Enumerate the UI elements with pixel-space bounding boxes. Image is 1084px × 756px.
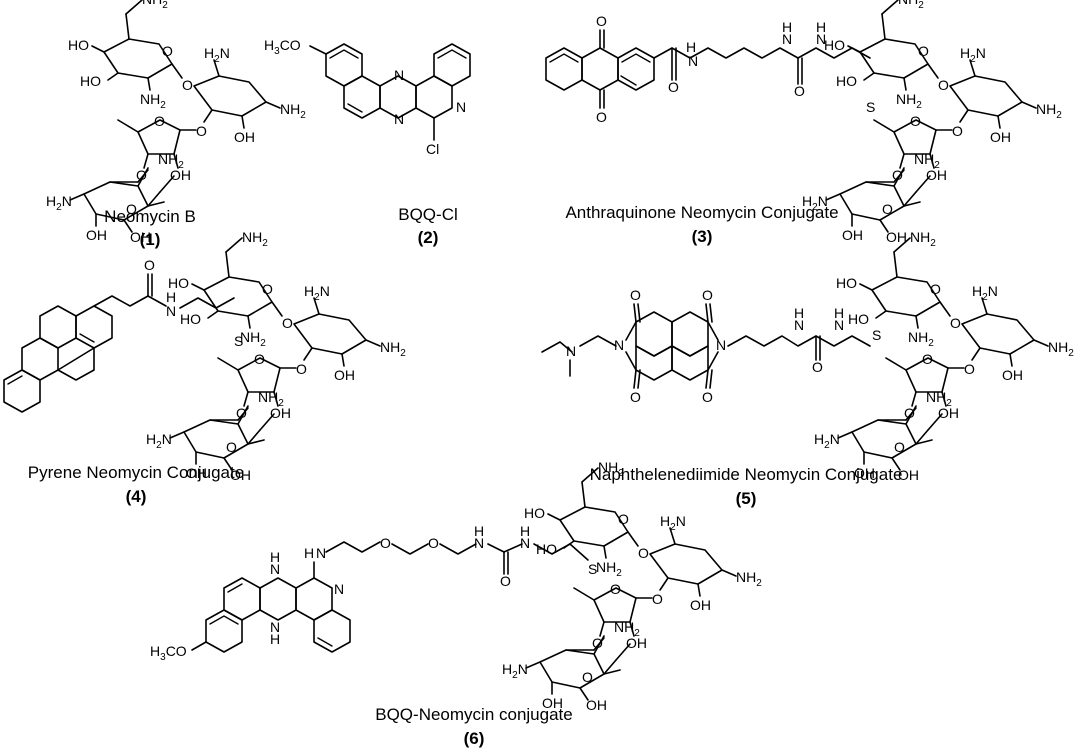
svg-text:N: N: [334, 581, 344, 597]
svg-text:N: N: [474, 535, 484, 551]
svg-text:S: S: [866, 99, 875, 115]
structure-bqq-neomycin-conjugate: N H N H N H3CO H N O O N H O N H S: [150, 458, 764, 714]
svg-text:O: O: [144, 257, 155, 273]
svg-text:N: N: [166, 303, 176, 319]
svg-text:N: N: [394, 67, 404, 83]
svg-text:H: H: [270, 631, 280, 647]
svg-text:S: S: [872, 327, 881, 343]
structure-bqq-cl: N N N Cl H3CO: [264, 37, 471, 157]
svg-text:O: O: [380, 535, 391, 551]
svg-text:O: O: [668, 79, 679, 95]
structure-pyrene-conjugate: O N H S: [3, 228, 408, 484]
svg-text:N: N: [316, 545, 326, 561]
svg-text:H3CO: H3CO: [264, 37, 301, 57]
svg-text:N: N: [816, 31, 826, 47]
svg-text:H: H: [782, 19, 792, 35]
caption-naphthalenediimide-conjugate: Naphthelenediimide Neomycin Conjugate: [590, 465, 903, 484]
caption-bqq-neomycin-conjugate: BQQ-Neomycin conjugate: [375, 705, 572, 724]
svg-text:N: N: [688, 53, 698, 69]
svg-text:N: N: [566, 343, 576, 359]
svg-text:H: H: [304, 545, 314, 561]
number-naphthalenediimide-conjugate: (5): [736, 489, 757, 508]
svg-text:H3CO: H3CO: [150, 643, 187, 663]
svg-text:O: O: [812, 359, 823, 375]
caption-neomycin-b: Neomycin B: [104, 207, 196, 226]
svg-text:S: S: [234, 333, 243, 349]
svg-text:H: H: [816, 19, 826, 35]
structure-naphthalenediimide-conjugate: N N O O O O N N H O N H S: [541, 228, 1076, 484]
svg-text:O: O: [702, 389, 713, 405]
svg-text:H: H: [520, 523, 530, 539]
number-bqq-neomycin-conjugate: (6): [464, 729, 485, 748]
svg-text:H: H: [166, 289, 176, 305]
svg-text:H: H: [474, 523, 484, 539]
caption-anthraquinone-conjugate: Anthraquinone Neomycin Conjugate: [565, 203, 838, 222]
svg-text:O: O: [630, 287, 641, 303]
svg-text:O: O: [794, 83, 805, 99]
caption-bqq-cl: BQQ-Cl: [398, 205, 458, 224]
svg-text:S: S: [588, 561, 597, 577]
svg-text:O: O: [630, 389, 641, 405]
svg-text:O: O: [428, 535, 439, 551]
svg-text:N: N: [794, 317, 804, 333]
svg-text:Cl: Cl: [426, 141, 439, 157]
svg-text:H: H: [270, 549, 280, 565]
svg-text:N: N: [456, 99, 466, 115]
number-bqq-cl: (2): [418, 228, 439, 247]
svg-text:N: N: [782, 31, 792, 47]
number-neomycin-b: (1): [140, 230, 161, 249]
caption-pyrene-conjugate: Pyrene Neomycin Conjugate: [28, 463, 244, 482]
svg-text:N: N: [520, 535, 530, 551]
svg-text:N: N: [614, 337, 624, 353]
number-anthraquinone-conjugate: (3): [692, 227, 713, 246]
svg-text:H: H: [794, 305, 804, 321]
number-pyrene-conjugate: (4): [126, 487, 147, 506]
svg-text:H: H: [834, 305, 844, 321]
svg-text:N: N: [270, 561, 280, 577]
svg-text:N: N: [834, 317, 844, 333]
svg-text:N: N: [394, 111, 404, 127]
structure-anthraquinone-conjugate: O H N N H O N H S: [545, 0, 1064, 246]
svg-text:H: H: [686, 39, 696, 55]
svg-text:O: O: [500, 573, 511, 589]
svg-text:N: N: [270, 619, 280, 635]
svg-text:N: N: [716, 337, 726, 353]
svg-text:O: O: [702, 287, 713, 303]
